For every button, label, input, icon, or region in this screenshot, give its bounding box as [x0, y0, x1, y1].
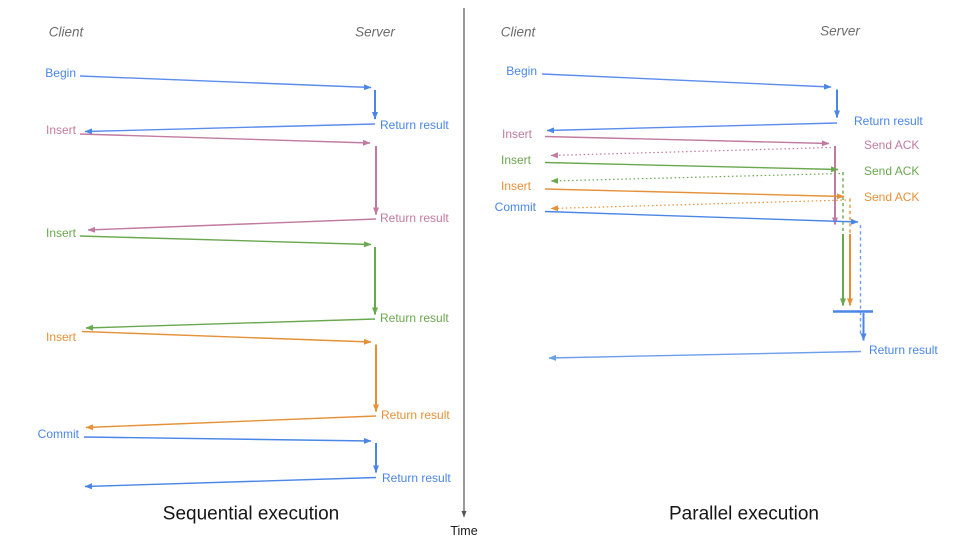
par-begin-return-arrow [546, 122, 838, 134]
par-insert3-label: Insert [500, 179, 531, 193]
par-begin-send-arrow [541, 73, 832, 90]
seq-insert3-return-arrow [85, 415, 377, 431]
seq-commit-response-label: Return result [382, 471, 451, 485]
par-insert2-ack-arrow [550, 172, 841, 184]
seq-server-header: Server [355, 24, 395, 40]
parallel-execution-arrows [541, 73, 873, 361]
seq-insert1-response-label: Return result [380, 211, 449, 225]
sequential-execution-arrows [79, 75, 379, 490]
seq-begin-label: Begin [45, 66, 76, 80]
par-final-response-label: Return result [869, 343, 938, 357]
seq-begin-send-arrow [79, 75, 372, 91]
time-axis-label: Time [450, 523, 478, 538]
seq-insert2-return-arrow [85, 318, 376, 331]
seq-insert2-response-label: Return result [380, 311, 449, 325]
seq-insert3-label: Insert [45, 330, 76, 344]
par-insert3-send-arrow [544, 188, 845, 200]
par-insert1-ack-arrow [550, 146, 832, 159]
seq-commit-send-arrow [83, 436, 372, 444]
par-client-header: Client [500, 24, 536, 40]
seq-begin-response-label: Return result [380, 118, 449, 132]
sequential-execution-caption: Sequential execution [162, 503, 340, 525]
seq-insert1-return-arrow [87, 218, 377, 233]
par-insert1-label: Insert [501, 127, 532, 141]
par-insert1-send-arrow [544, 135, 830, 147]
par-begin-label: Begin [506, 64, 537, 78]
par-insert3-ack-arrow [550, 199, 847, 212]
par-final-return-arrow [548, 350, 862, 361]
par-insert1-ack-label: Send ACK [864, 138, 920, 152]
seq-insert2-label: Insert [45, 226, 76, 240]
seq-insert3-response-label: Return result [381, 408, 450, 422]
par-server-header: Server [820, 23, 860, 39]
seq-insert1-label: Insert [45, 123, 76, 137]
parallel-execution-caption: Parallel execution [669, 503, 819, 525]
par-insert3-ack-label: Send ACK [864, 190, 920, 204]
par-insert2-ack-label: Send ACK [864, 164, 920, 178]
seq-insert2-send-arrow [79, 235, 372, 248]
seq-client-header: Client [48, 24, 84, 40]
par-commit-send-arrow [544, 210, 859, 225]
par-insert2-label: Insert [500, 153, 531, 167]
seq-commit-return-arrow [84, 476, 377, 490]
par-insert2-send-arrow [544, 161, 839, 173]
seq-begin-return-arrow [84, 123, 376, 135]
par-commit-label: Commit [494, 200, 536, 214]
seq-insert1-send-arrow [79, 133, 371, 146]
seq-insert3-send-arrow [81, 330, 372, 345]
seq-commit-label: Commit [37, 427, 79, 441]
par-begin-response-label: Return result [854, 114, 923, 128]
